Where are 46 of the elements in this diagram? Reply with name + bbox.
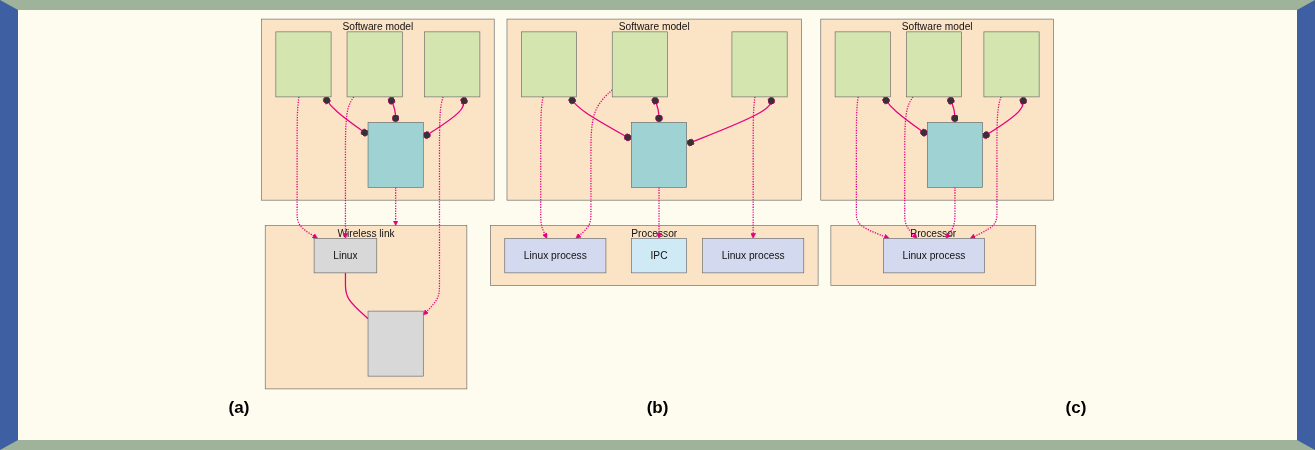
arrow (540, 96, 548, 239)
arrow (392, 186, 399, 226)
node-box: Linux process (883, 238, 985, 274)
node-box: Linux process (504, 238, 607, 274)
connector (981, 96, 1028, 139)
arrow (423, 96, 444, 316)
node-box (275, 31, 332, 98)
arrow (750, 96, 756, 239)
arrow (945, 186, 956, 239)
cluster: Software model (506, 18, 802, 201)
connector (387, 96, 400, 124)
node-box (611, 31, 668, 98)
cluster: Software model (820, 18, 1054, 201)
node-box (367, 122, 424, 188)
connector (651, 96, 663, 124)
arrow (342, 96, 355, 239)
node-box (367, 310, 424, 377)
node-box (927, 122, 983, 188)
node-box (906, 31, 962, 98)
arrow (296, 96, 318, 239)
panel-label: (b) (646, 398, 669, 418)
node-box (983, 31, 1040, 98)
panel-label: (c) (1065, 398, 1087, 418)
connector (322, 96, 369, 137)
node-box: Linux (313, 238, 378, 274)
arrow (969, 96, 1002, 239)
cluster: Software model (261, 18, 495, 201)
arrow (904, 96, 918, 239)
node-box: Linux process (702, 238, 805, 274)
connector (686, 96, 776, 147)
node-box (346, 31, 403, 98)
arrow (656, 186, 662, 239)
connector (568, 96, 632, 142)
connector (946, 96, 959, 124)
connector (422, 96, 468, 139)
panel-label: (a) (228, 398, 250, 418)
node-box (631, 122, 687, 188)
node-box (424, 31, 481, 98)
node-box (834, 31, 891, 98)
node-box (521, 31, 577, 98)
connector (344, 272, 369, 320)
connector (882, 96, 928, 137)
node-box: IPC (631, 238, 687, 274)
arrow (575, 89, 613, 239)
arrow (855, 96, 890, 240)
node-box (731, 31, 788, 98)
